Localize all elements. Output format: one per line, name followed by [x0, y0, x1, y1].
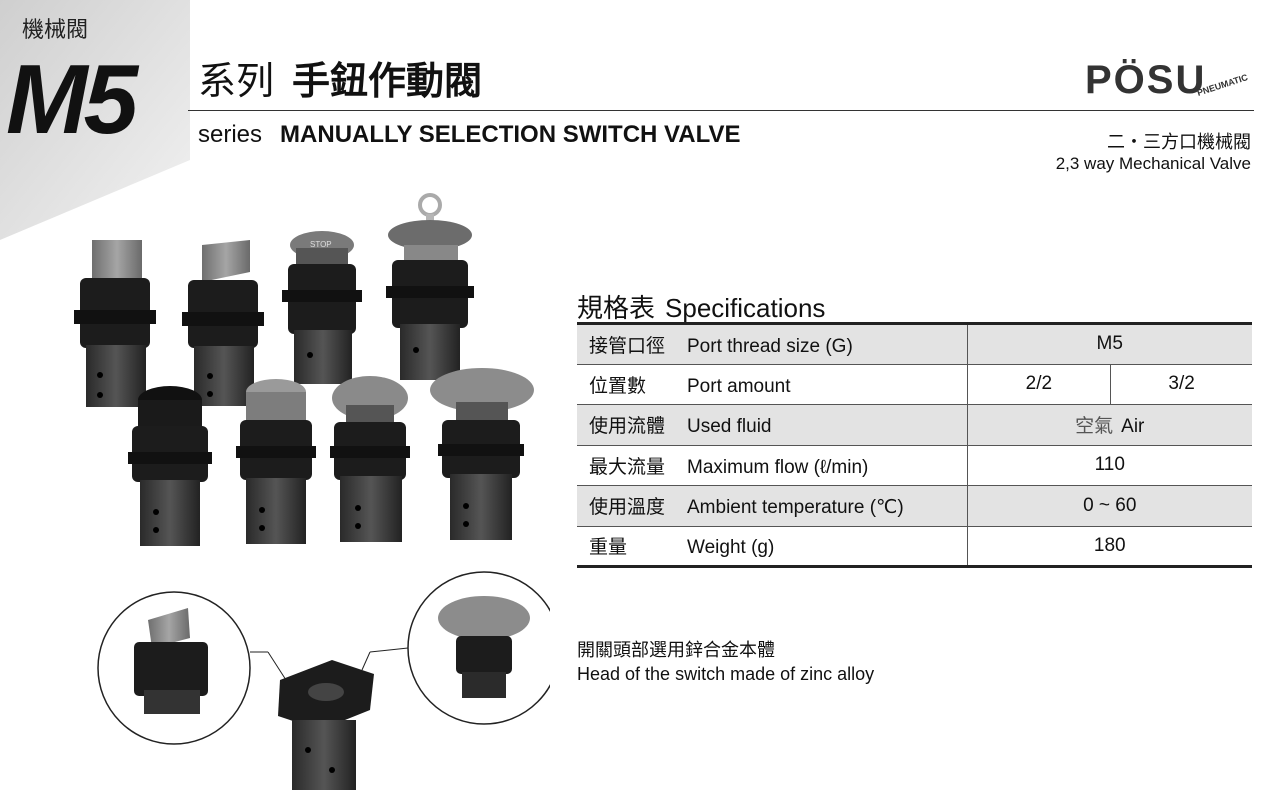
- label-zh: 最大流量: [589, 456, 666, 478]
- valve-category-zh: 二・三方口機械閥: [1107, 132, 1251, 152]
- row-value-3-2: 3/2: [1110, 363, 1252, 405]
- label-zh: 使用溫度: [589, 497, 666, 519]
- row-value: M5: [967, 322, 1252, 364]
- label-zh: 使用流體: [589, 416, 666, 438]
- valve-key-switch: [386, 193, 474, 380]
- valve-mushroom-small: [330, 376, 410, 542]
- row-value-2-2: 2/2: [967, 363, 1112, 405]
- valve-mushroom-large: [430, 368, 534, 540]
- logo-wordmark: PÖSU: [1085, 58, 1207, 102]
- value-zh: 空氣: [1075, 416, 1114, 438]
- header-corner: 機械閥 M5: [0, 0, 190, 240]
- label-zh: 位置數: [589, 375, 647, 397]
- title-chinese: 系列手鈕作動閥: [198, 50, 482, 105]
- row-value: 0 ~ 60: [967, 485, 1252, 526]
- row-label: 位置數 Port amount: [577, 363, 968, 405]
- detail-selector-head: [97, 591, 251, 745]
- product-illustration: STOP: [74, 193, 550, 790]
- specifications-table: 接管口徑 Port thread size (G) M5 位置數 Port amou…: [577, 322, 1252, 568]
- product-name-zh: 手鈕作動閥: [292, 61, 483, 103]
- row-label: 最大流量 Maximum flow (ℓ/min): [577, 444, 968, 486]
- detail-zinc-body: [278, 660, 374, 790]
- note-en: Head of the switch made of zinc alloy: [577, 664, 875, 684]
- specifications-heading-en: Specifications: [665, 293, 826, 323]
- row-label: 使用流體 Used fluid: [577, 404, 968, 445]
- row-value: 空氣 Air: [967, 404, 1252, 445]
- table-row: 最大流量 Maximum flow (ℓ/min) 110: [577, 444, 1252, 486]
- product-name-en: MANUALLY SELECTION SWITCH VALVE: [280, 121, 741, 148]
- label-en: Port thread size (G): [687, 335, 853, 357]
- row-value: 180: [967, 525, 1252, 568]
- label-en: Maximum flow (ℓ/min): [687, 456, 869, 478]
- valve-stop-button: STOP: [282, 231, 362, 384]
- table-row: 使用溫度 Ambient temperature (℃) 0 ~ 60: [577, 485, 1252, 526]
- valve-category-en: 2,3 way Mechanical Valve: [1055, 154, 1251, 173]
- value-en: Air: [1121, 416, 1145, 438]
- model-number: M5: [6, 44, 138, 154]
- specifications-heading: 規格表 Specifications: [577, 288, 825, 325]
- category-label: 機械閥: [22, 17, 89, 42]
- product-images: STOP: [70, 190, 550, 800]
- row-label: 使用溫度 Ambient temperature (℃): [577, 485, 968, 526]
- label-zh: 接管口徑: [589, 335, 666, 357]
- table-row: 使用流體 Used fluid 空氣 Air: [577, 404, 1252, 445]
- valve-gray-button: [236, 379, 316, 544]
- valve-selector-1: [74, 240, 156, 407]
- row-label: 接管口徑 Port thread size (G): [577, 322, 968, 364]
- series-label-en: series: [198, 121, 263, 148]
- row-value: 110: [967, 444, 1252, 486]
- row-label: 重量 Weight (g): [577, 525, 968, 568]
- label-en: Ambient temperature (℃): [687, 497, 904, 519]
- table-row: 位置數 Port amount 2/2 3/2: [577, 363, 1252, 405]
- table-row: 重量 Weight (g) 180: [577, 525, 1252, 568]
- note-zh: 開關頭部選用鋅合金本體: [577, 640, 775, 660]
- detail-mushroom-head: [407, 571, 550, 725]
- corner-background: [0, 0, 190, 240]
- header-rule: [188, 110, 1254, 111]
- label-en: Used fluid: [687, 416, 772, 438]
- label-en: Port amount: [687, 375, 791, 397]
- valve-black-button: [128, 386, 212, 546]
- valve-selector-2: [182, 240, 264, 406]
- series-label-zh: 系列: [198, 61, 275, 103]
- stop-label: STOP: [310, 240, 332, 249]
- brand-logo: PÖSU PNEUMATIC: [1085, 58, 1255, 104]
- title-english: series MANUALLY SELECTION SWITCH VALVE: [198, 121, 741, 149]
- label-en: Weight (g): [687, 537, 775, 559]
- label-zh: 重量: [589, 537, 628, 559]
- specifications-heading-zh: 規格表: [577, 293, 656, 323]
- table-row: 接管口徑 Port thread size (G) M5: [577, 322, 1252, 364]
